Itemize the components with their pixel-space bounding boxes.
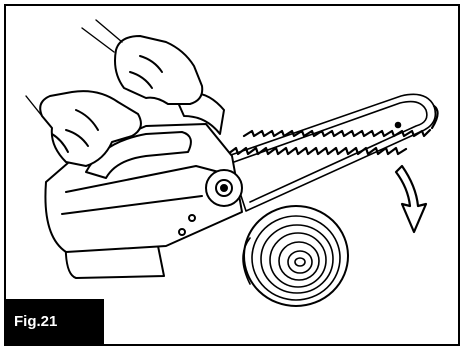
downward-direction-arrow [396,166,426,232]
log-cross-section [243,206,348,306]
figure-label: Fig.21 [6,299,104,344]
figure-frame: Fig.21 [4,4,460,346]
chainsaw-cutting-log-illustration [6,6,460,346]
